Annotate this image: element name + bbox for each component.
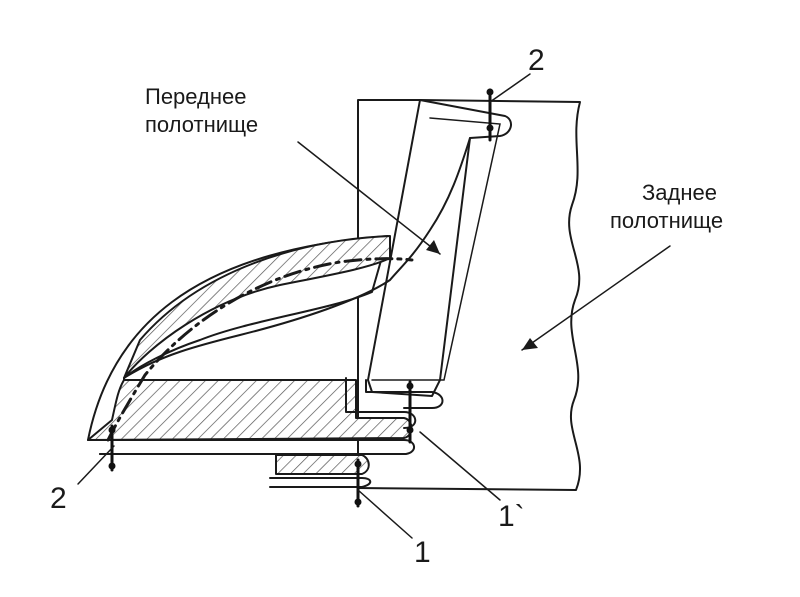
middle-hatched-band — [87, 379, 413, 441]
stitch-top-dot — [486, 88, 494, 96]
front-panel-inner — [371, 117, 501, 381]
back-panel-label-line1: Заднее — [642, 180, 717, 205]
leader-2-top — [489, 73, 531, 103]
stitch-top-dot-2 — [486, 124, 494, 132]
front-panel — [367, 99, 512, 397]
leader-front-arrow — [426, 240, 440, 254]
stitch-bottom-dot — [354, 460, 362, 468]
seam-dashed-line — [106, 257, 414, 442]
stitch-middle-dot-2 — [406, 426, 414, 434]
stitch-left-dot-2 — [108, 462, 116, 470]
leader-back-panel — [521, 245, 671, 351]
marker-2-left: 2 — [50, 482, 67, 515]
marker-2-top: 2 — [528, 44, 545, 77]
upper-hatched-area — [123, 235, 391, 379]
leader-2-left — [77, 445, 115, 485]
bottom-hatched-strip — [275, 454, 370, 475]
back-panel-label-line2: полотнище — [610, 208, 723, 233]
stitch-left-dot — [108, 426, 116, 434]
bottom-strip-edge — [269, 477, 372, 488]
front-panel-fold — [123, 137, 471, 379]
leader-front-panel — [297, 141, 441, 255]
layer-edge-1 — [87, 439, 415, 455]
leader-1 — [357, 489, 413, 539]
stitch-bottom-dot-2 — [354, 498, 362, 506]
front-panel-label-line2: полотнище — [145, 112, 258, 137]
inner-step-flap-2 — [365, 379, 444, 409]
marker-1-prime: 1` — [498, 500, 525, 533]
front-panel-label-line1: Переднее — [145, 84, 247, 109]
leader-back-arrow — [522, 338, 538, 350]
marker-1: 1 — [414, 536, 431, 569]
leader-1-prime — [419, 431, 501, 501]
stitch-middle-dot — [406, 382, 414, 390]
